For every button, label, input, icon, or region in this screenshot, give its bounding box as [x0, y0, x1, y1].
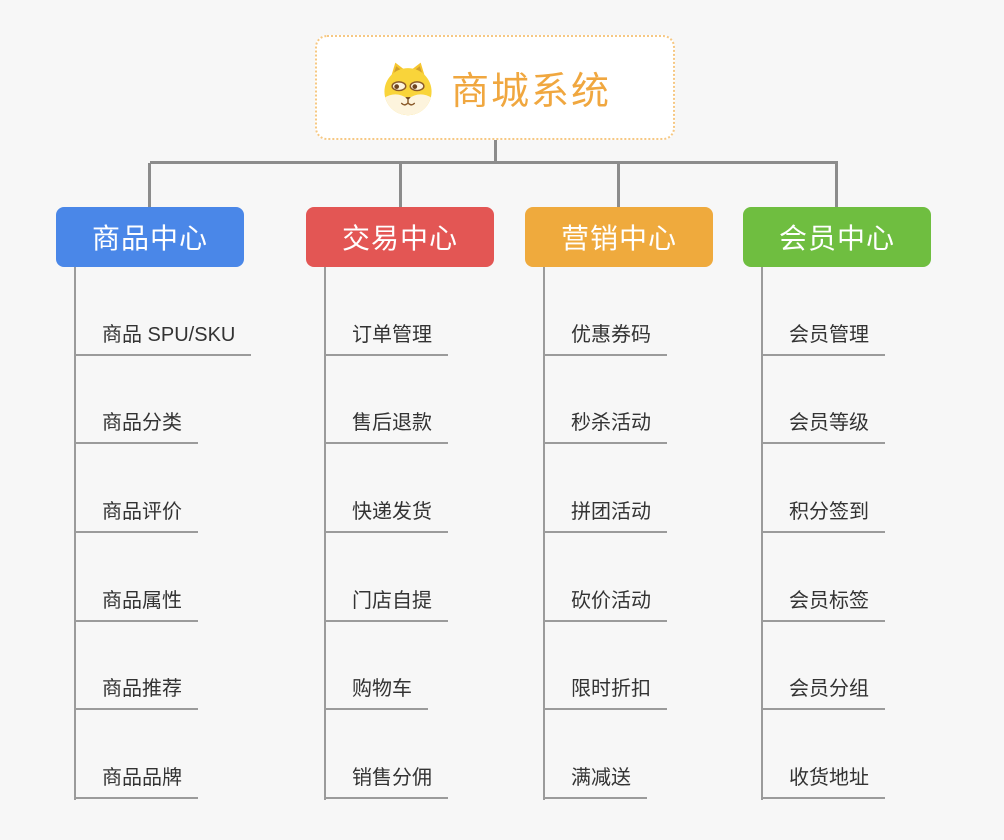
connector-drop-branch4 [835, 163, 838, 207]
connector-drop-branch2 [399, 163, 402, 207]
shiba-dog-icon [384, 62, 432, 115]
child-node[interactable]: 会员标签 [761, 584, 885, 622]
child-node[interactable]: 商品属性 [74, 584, 198, 622]
child-node[interactable]: 秒杀活动 [543, 406, 667, 445]
child-node[interactable]: 会员分组 [761, 672, 885, 711]
connector-root-drop [494, 140, 497, 162]
connector-drop-branch3 [617, 163, 620, 207]
branch-header-member[interactable]: 会员中心 [743, 207, 931, 267]
branch-vline [761, 267, 763, 800]
child-node[interactable]: 会员等级 [761, 406, 885, 445]
child-node[interactable]: 限时折扣 [543, 672, 667, 711]
branch-header-trade[interactable]: 交易中心 [306, 207, 494, 267]
child-node[interactable]: 售后退款 [324, 406, 448, 445]
child-node[interactable]: 砍价活动 [543, 584, 667, 622]
connector-drop-branch1 [148, 163, 151, 207]
child-node[interactable]: 商品推荐 [74, 672, 198, 711]
child-node[interactable]: 积分签到 [761, 495, 885, 534]
child-node[interactable]: 拼团活动 [543, 495, 667, 534]
child-node[interactable]: 满减送 [543, 761, 647, 800]
child-node[interactable]: 商品 SPU/SKU [74, 318, 252, 356]
branch-product-center: 商品中心 商品 SPU/SKU 商品分类 商品评价 商品属性 商品推荐 商品品牌 [56, 207, 296, 800]
child-node[interactable]: 会员管理 [761, 318, 885, 356]
child-node[interactable]: 商品分类 [74, 406, 198, 445]
root-title: 商城系统 [450, 71, 611, 113]
branch-header-marketing[interactable]: 营销中心 [525, 207, 713, 267]
child-node[interactable]: 购物车 [324, 672, 428, 711]
child-node[interactable]: 门店自提 [324, 584, 448, 622]
branch-header-product[interactable]: 商品中心 [56, 207, 244, 267]
connector-bus-line [150, 161, 838, 164]
child-node[interactable]: 订单管理 [324, 318, 448, 356]
branch-marketing-center: 营销中心 优惠券码 秒杀活动 拼团活动 砍价活动 限时折扣 满减送 [525, 207, 765, 800]
branch-trade-center: 交易中心 订单管理 售后退款 快递发货 门店自提 购物车 销售分佣 [306, 207, 546, 800]
branch-member-center: 会员中心 会员管理 会员等级 积分签到 会员标签 会员分组 收货地址 [743, 207, 983, 800]
branch-vline [74, 267, 76, 800]
root-node[interactable]: 商城系统 [315, 35, 675, 140]
child-node[interactable]: 商品品牌 [74, 761, 198, 800]
child-node[interactable]: 优惠券码 [543, 318, 667, 356]
branch-vline [543, 267, 545, 800]
child-node[interactable]: 销售分佣 [324, 761, 448, 800]
child-node[interactable]: 快递发货 [324, 495, 448, 534]
branch-vline [324, 267, 326, 800]
child-node[interactable]: 收货地址 [761, 761, 885, 800]
child-node[interactable]: 商品评价 [74, 495, 198, 534]
